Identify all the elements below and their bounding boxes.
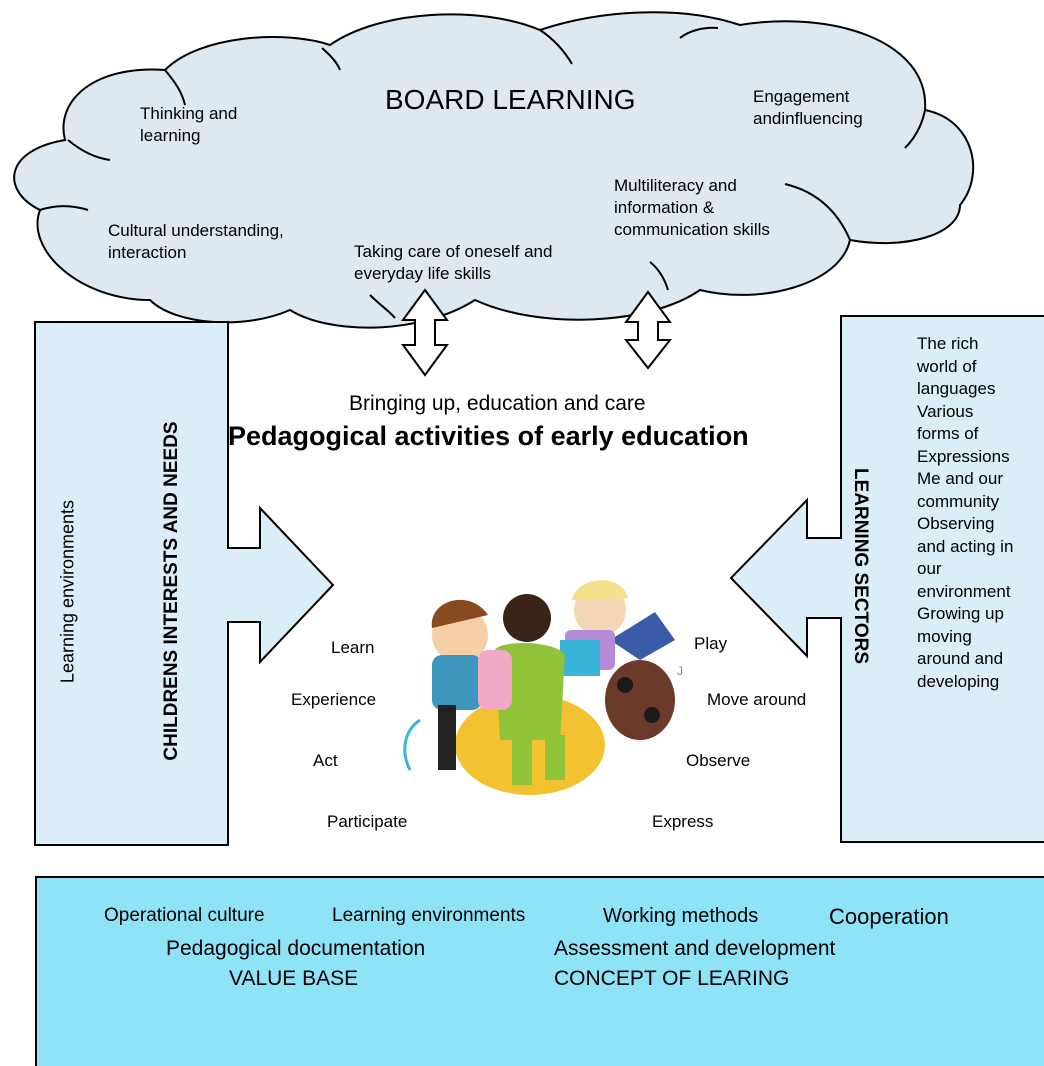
cloud-item-self-care: Taking care of oneself and everyday life… <box>354 242 553 283</box>
bottom-pedagogical-documentation: Pedagogical documentation <box>166 937 426 960</box>
verb-play: Play <box>694 634 728 653</box>
sector-line: languages <box>917 379 996 398</box>
learning-sectors-list: The rich world of languages Various form… <box>917 333 1044 693</box>
bottom-learning-environments: Learning environments <box>332 905 526 926</box>
bottom-box <box>35 876 1044 1066</box>
children-illustration <box>403 580 675 795</box>
childrens-interests-title: CHILDRENS INTERESTS AND NEEDS <box>161 421 182 761</box>
learning-environments-label: Learning environments <box>57 499 78 684</box>
double-arrow-left <box>401 288 449 377</box>
cloud-item-cultural: Cultural understanding, interaction <box>108 221 284 262</box>
bottom-concept-of-learning: CONCEPT OF LEARING <box>554 967 790 990</box>
verb-move-around: Move around <box>707 690 807 709</box>
bottom-cooperation: Cooperation <box>829 904 949 929</box>
cloud-item-thinking: Thinking and learning <box>140 104 238 145</box>
bottom-assessment-development: Assessment and development <box>554 937 836 960</box>
illustration-mark: J <box>677 664 683 678</box>
bottom-working-methods: Working methods <box>603 905 759 927</box>
sector-line: environment <box>917 581 1011 601</box>
sector-line: Me and our <box>917 469 1003 488</box>
sector-line: Various <box>917 401 974 421</box>
sector-line: Observing <box>917 514 995 533</box>
bottom-operational-culture: Operational culture <box>104 905 265 926</box>
sector-line: The rich <box>917 334 979 353</box>
right-block-arrow <box>729 315 1044 843</box>
sector-line: forms of <box>917 424 979 443</box>
bottom-value-base: VALUE BASE <box>229 967 359 990</box>
verb-participate: Participate <box>327 812 408 831</box>
verb-experience: Experience <box>291 690 377 709</box>
center-subtitle: Bringing up, education and care <box>349 392 646 415</box>
verb-learn: Learn <box>331 638 375 657</box>
sector-line: and acting in <box>917 536 1014 556</box>
board-learning-cloud <box>13 11 975 329</box>
sector-line: developing <box>917 671 1000 691</box>
sector-line: moving <box>917 626 972 646</box>
left-block-arrow <box>34 321 335 846</box>
sector-line: community <box>917 491 1000 511</box>
cloud-title: BOARD LEARNING <box>385 84 636 115</box>
cloud-item-multiliteracy: Multiliteracy and information & communic… <box>614 176 770 239</box>
sector-line: world of <box>917 356 977 376</box>
sector-line: our <box>917 559 942 578</box>
center-title: Pedagogical activities of early educatio… <box>228 421 749 451</box>
verb-observe: Observe <box>686 751 751 770</box>
learning-sectors-title: LEARNING SECTORS <box>850 467 871 664</box>
verb-act: Act <box>313 751 338 770</box>
verb-express: Express <box>652 812 714 831</box>
cloud-item-engagement: Engagement andinfluencing <box>753 87 863 128</box>
sector-line: Growing up <box>917 604 1004 623</box>
sector-line: around and <box>917 649 1004 668</box>
double-arrow-right <box>623 290 673 370</box>
sector-line: Expressions <box>917 446 1010 466</box>
